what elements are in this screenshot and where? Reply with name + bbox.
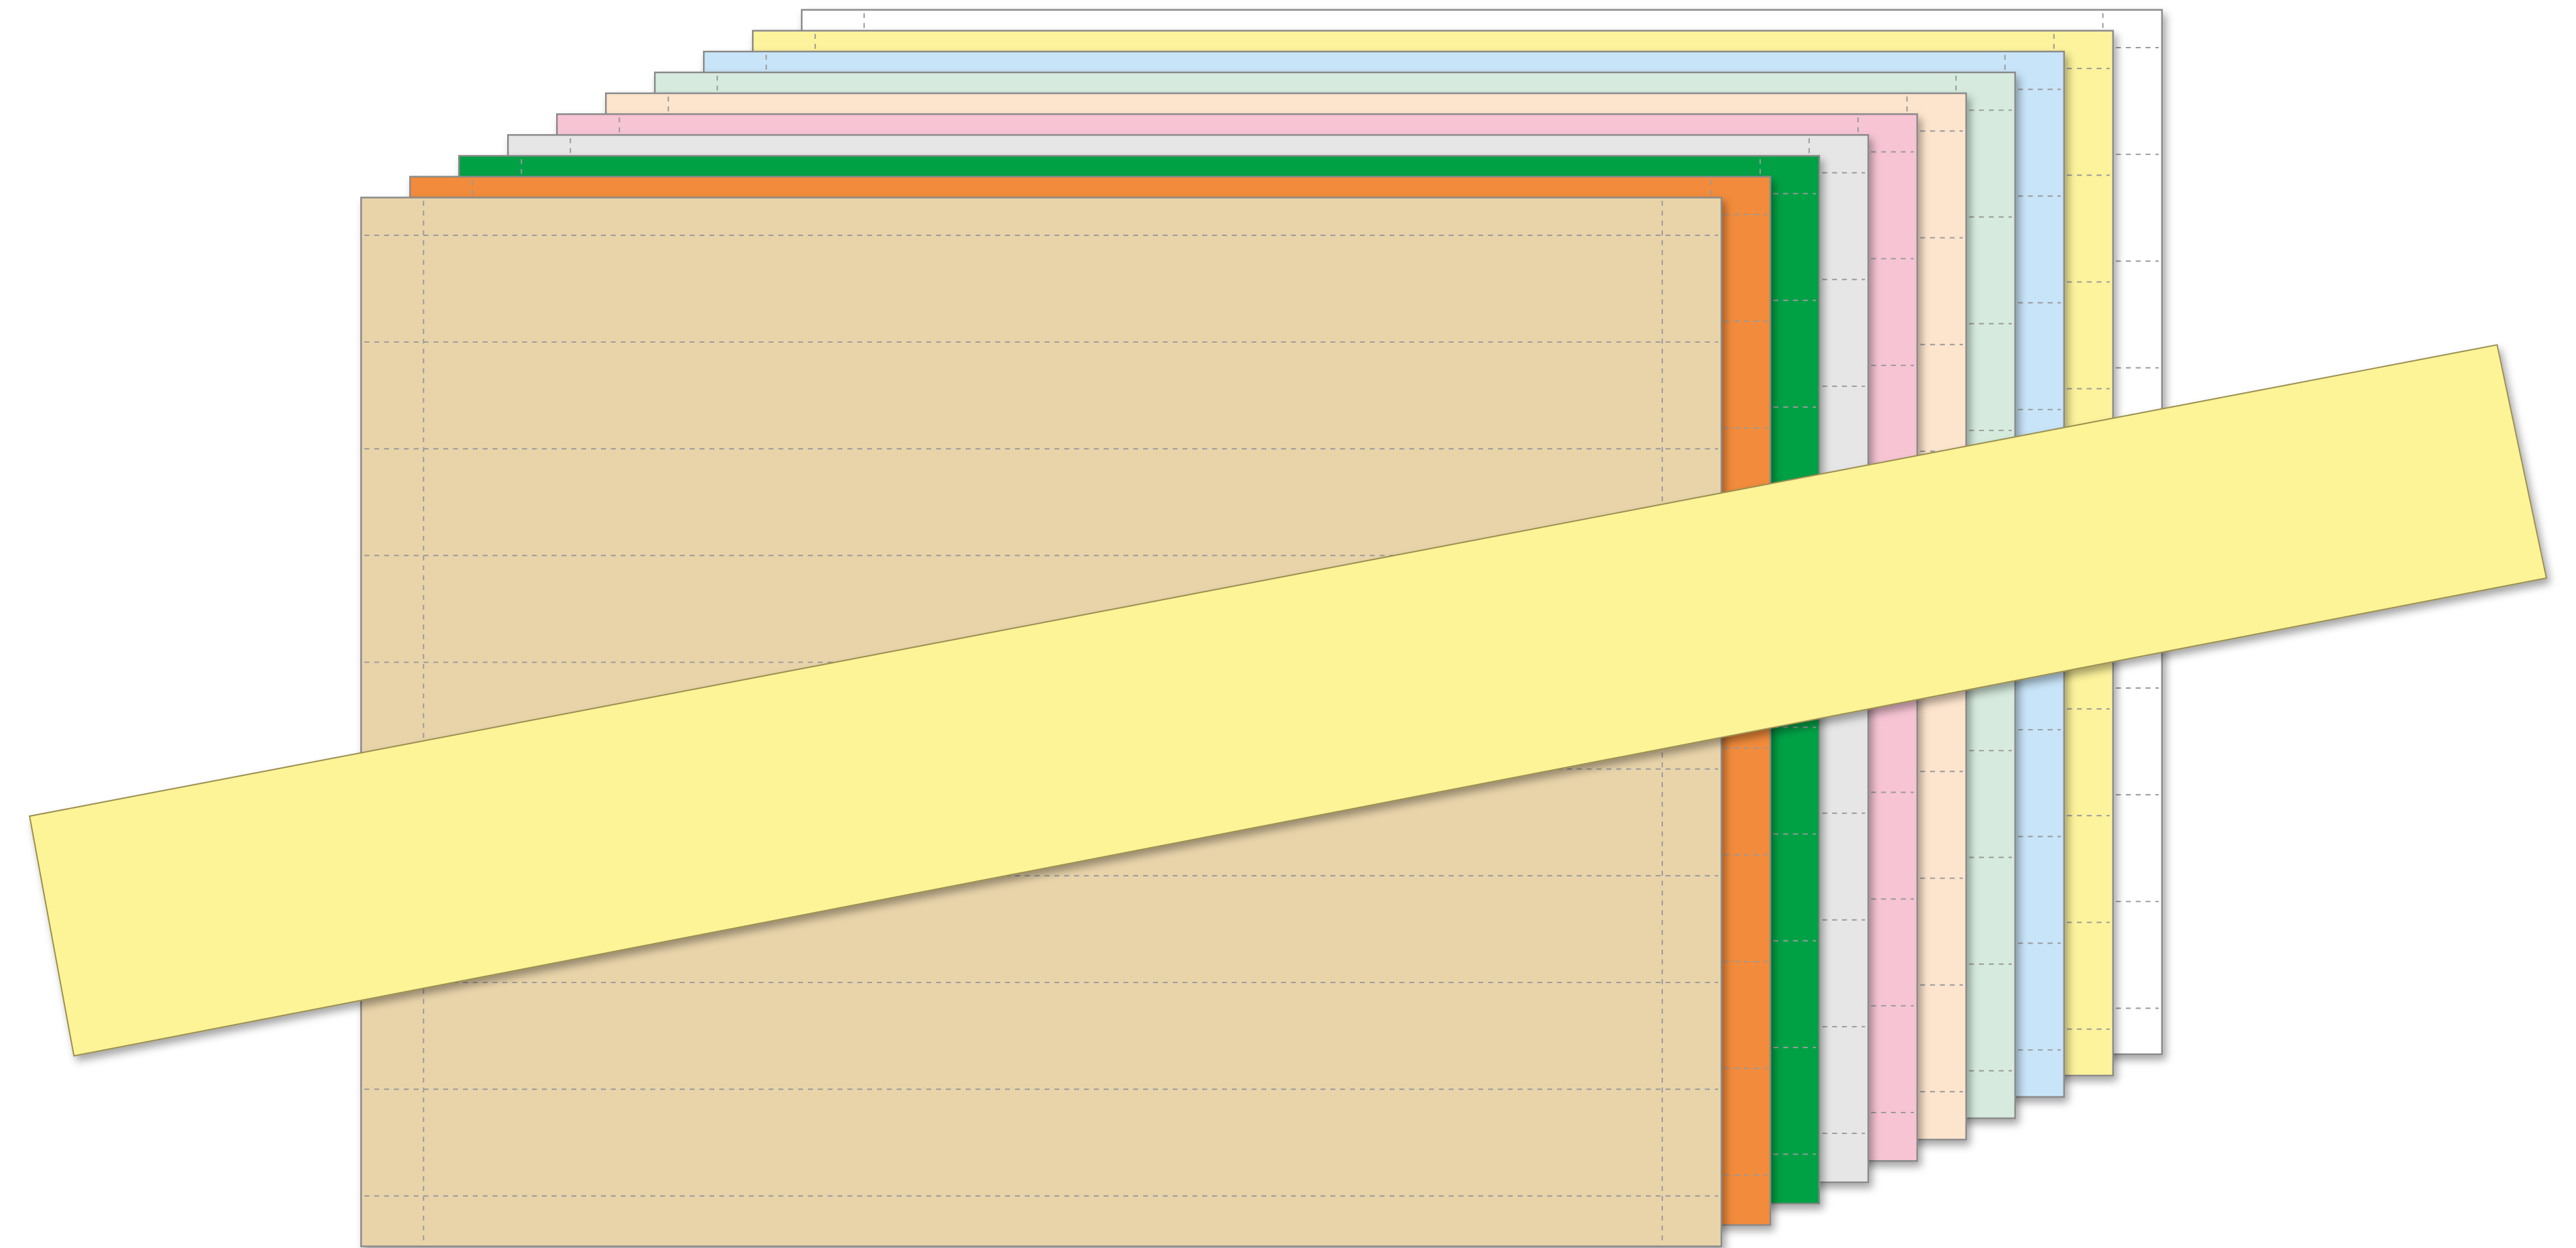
diagonal-band bbox=[28, 344, 2548, 1057]
